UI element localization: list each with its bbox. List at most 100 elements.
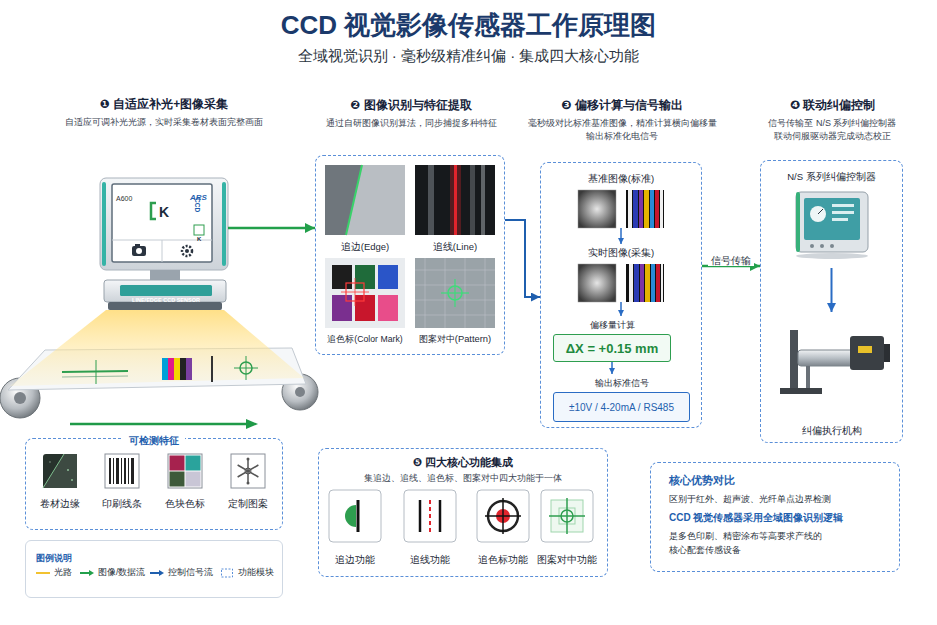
- legend-item: 控制信号流: [150, 566, 213, 580]
- feature-tile: 追线(Line): [415, 165, 495, 253]
- actuator-image: [780, 388, 822, 394]
- live-images: [634, 264, 639, 302]
- caption-text: 图案对中(Pattern): [419, 333, 491, 346]
- caption-text: 追线(Line): [433, 240, 477, 253]
- controller-unit: N/S 系列纠偏控制器: [770, 168, 893, 268]
- pattern-tile-image: [454, 279, 455, 307]
- controller-image: [804, 198, 860, 240]
- feature-icon: 卷材边缘: [28, 452, 92, 510]
- colorblock-feature-icon: [168, 454, 202, 488]
- frame-title-holder: 可检测特征: [26, 430, 282, 448]
- step-label: 输出标准信号: [553, 376, 690, 390]
- ccd-sensor-device: [100, 178, 228, 270]
- printed-marks: [211, 356, 213, 382]
- controller-image: [830, 244, 834, 248]
- printed-marks: [180, 358, 186, 380]
- legend-sample: [80, 568, 94, 578]
- function-icon: 追边功能: [321, 488, 389, 566]
- legend-sample-line: [36, 572, 50, 574]
- value-text: ±10V / 4-20mA / RS485: [569, 402, 674, 413]
- connector: [611, 362, 613, 374]
- function-icon: 追线功能: [396, 488, 464, 566]
- sensor-nameplate: LINE/EDGE CCD SENSOR: [132, 297, 200, 303]
- ccd-sensor-device: [102, 182, 106, 266]
- caption-text: 追边功能: [335, 553, 375, 566]
- caption-text: 追色标(Color Mark): [327, 333, 402, 346]
- sensor-device: ❶ 自适应补光+图像采集自适应可调补光光源，实时采集卷材表面完整画面: [100, 176, 228, 312]
- actuator-unit: 纠偏执行机构: [770, 312, 893, 437]
- module-text: 集追边、追线、追色标、图案对中四大功能于一体: [319, 472, 607, 485]
- ccd-sensor-device: [100, 178, 228, 310]
- live-images: [578, 264, 664, 302]
- legend-text: 图像/数据流: [98, 567, 145, 579]
- section-text: ❸ 偏移计算与信号输出: [522, 97, 722, 113]
- step-label: 偏移量计算: [553, 318, 671, 332]
- feature-icon: 印刷线条: [90, 452, 154, 510]
- edge-label-holder: 信号传输: [708, 250, 754, 268]
- live-images: [661, 264, 663, 302]
- pattern-tile-image: [425, 258, 426, 328]
- caption-text: 图案对中功能: [537, 553, 597, 566]
- section-header: ❷ 图像识别与特征提取通过自研图像识别算法，同步捕捉多种特征: [306, 97, 516, 130]
- live-images: [626, 264, 664, 302]
- colorblock-feature-icon: [170, 472, 185, 487]
- pattern-function-icon: [561, 510, 573, 522]
- live-images: [656, 264, 660, 302]
- line-tile-image: [415, 165, 495, 235]
- label-holder: K: [197, 226, 201, 245]
- legend-sample-head: [159, 570, 164, 576]
- pattern-feature-icon: [247, 482, 250, 485]
- edge-feature-icon: [43, 454, 77, 488]
- material-direction-arrow: [70, 423, 248, 426]
- controller-image: [832, 211, 854, 214]
- value-text: ΔX = +0.15 mm: [566, 341, 658, 356]
- label-holder: ARS: [190, 185, 207, 204]
- screen-logo: K: [159, 204, 169, 220]
- line-tile-image: [428, 165, 434, 235]
- caption-text: 追边(Edge): [341, 240, 390, 253]
- module-text: ❺ 四大核心功能集成: [319, 455, 607, 470]
- connector: [620, 228, 622, 244]
- connector: [505, 220, 540, 297]
- live-images: [645, 264, 650, 302]
- section-text: 信号传输至 N/S 系列纠偏控制器 联动伺服驱动器完成动态校正: [766, 117, 900, 143]
- edge-function-icon: [345, 505, 356, 527]
- colormark-tile-image: [325, 258, 405, 328]
- actuator-image: [780, 330, 890, 394]
- legend-title: 图例说明: [36, 553, 72, 563]
- caption-text: 实时图像(采集): [588, 246, 654, 260]
- legend-text: 功能模块: [238, 567, 274, 579]
- pattern-tile-image: [415, 258, 495, 328]
- ccd-sensor-device: [162, 240, 163, 262]
- actuator-image: [858, 346, 872, 353]
- live-images: [578, 264, 616, 302]
- controller-image: [796, 192, 800, 252]
- section-header: ❸ 偏移计算与信号输出毫秒级对比标准基准图像，精准计算横向偏移量 输出标准化电信…: [522, 97, 722, 143]
- printed-marks: [62, 356, 258, 384]
- advantage-panel: 核心优势对比区别于红外、超声波、光纤单点边界检测CCD 视觉传感器采用全域图像识…: [650, 462, 900, 572]
- connector: [831, 268, 833, 312]
- actuator-image: [884, 344, 890, 362]
- barcode-feature-icon: [121, 458, 122, 484]
- actuator-image: [790, 330, 798, 392]
- ccd-sensor-device: [182, 246, 192, 256]
- diagram-title: CCD 视觉影像传感器工作原理图: [0, 8, 937, 42]
- barcode-feature-icon: [128, 458, 129, 484]
- legend-sample: [220, 568, 234, 578]
- signal-box: 输出标准信号 ±10V / 4-20mA / RS485: [553, 374, 690, 422]
- pattern-function-icon: [566, 498, 568, 534]
- image-pair: 基准图像(标准): [566, 170, 676, 228]
- pattern-tile-image: [485, 258, 486, 328]
- section-text: ❷ 图像识别与特征提取: [306, 97, 516, 113]
- line-function-icon: [404, 490, 456, 542]
- caption-text: 色块色标: [165, 497, 205, 510]
- function-icon: 图案对中功能: [533, 488, 601, 566]
- actuator-image: [850, 336, 884, 370]
- pattern-feature-icon: [247, 458, 250, 461]
- reference-images: [578, 190, 616, 228]
- colormark-tile-image: [355, 295, 375, 321]
- legend-item: 功能模块: [220, 566, 274, 580]
- caption-text: 基准图像(标准): [588, 172, 654, 186]
- label-holder: K: [159, 202, 169, 221]
